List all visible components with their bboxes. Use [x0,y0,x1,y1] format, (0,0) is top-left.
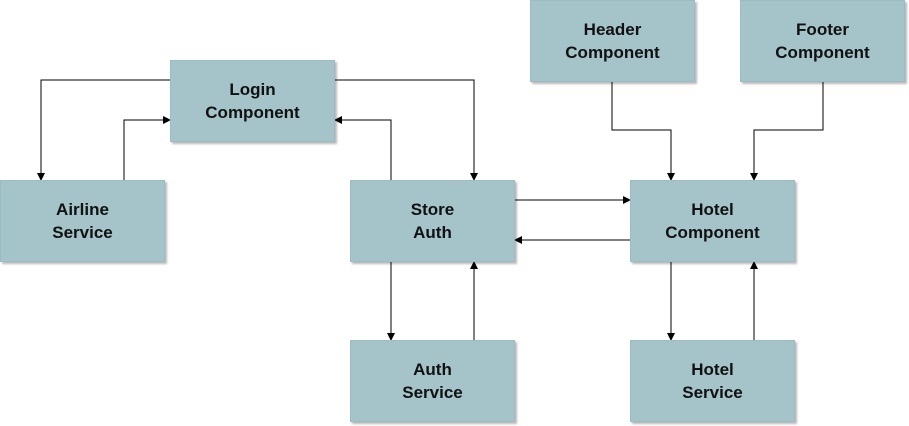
header-component-node[interactable]: Header Component [530,0,695,82]
auth-service-line1: Auth [413,360,452,379]
store-auth-line2: Auth [413,223,452,242]
edge-login-component-to-airline-service [37,79,170,181]
hotel-component-line2: Component [665,223,760,242]
edge-store-auth-to-login-component [334,116,392,180]
airline-service-line2: Service [52,223,113,242]
auth-service-line2: Service [402,383,463,402]
footer-component-line2: Component [775,43,870,62]
login-component-line1: Login [229,80,276,99]
airline-service-node[interactable]: Airline Service [0,180,165,262]
edge-airline-service-to-login-component [123,116,171,180]
login-component-line2: Component [205,103,300,122]
login-component-node[interactable]: Login Component [170,60,335,142]
edge-header-component-to-hotel-component [611,82,675,181]
airline-service-line1: Airline [56,200,109,219]
edge-footer-component-to-hotel-component [750,82,824,181]
hotel-component-line1: Hotel [691,200,734,219]
footer-component-node[interactable]: Footer Component [740,0,905,82]
hotel-component-node[interactable]: Hotel Component [630,180,795,262]
hotel-service-line1: Hotel [691,360,734,379]
header-component-line2: Component [565,43,660,62]
auth-service-node[interactable]: Auth Service [350,340,515,422]
header-component-line1: Header [583,20,642,39]
edge-login-component-to-store-auth [335,79,478,181]
footer-component-line1: Footer [796,20,849,39]
store-auth-line1: Store [410,200,455,219]
hotel-service-line2: Service [682,383,743,402]
hotel-service-node[interactable]: Hotel Service [630,340,795,422]
store-auth-node[interactable]: Store Auth [350,180,515,262]
